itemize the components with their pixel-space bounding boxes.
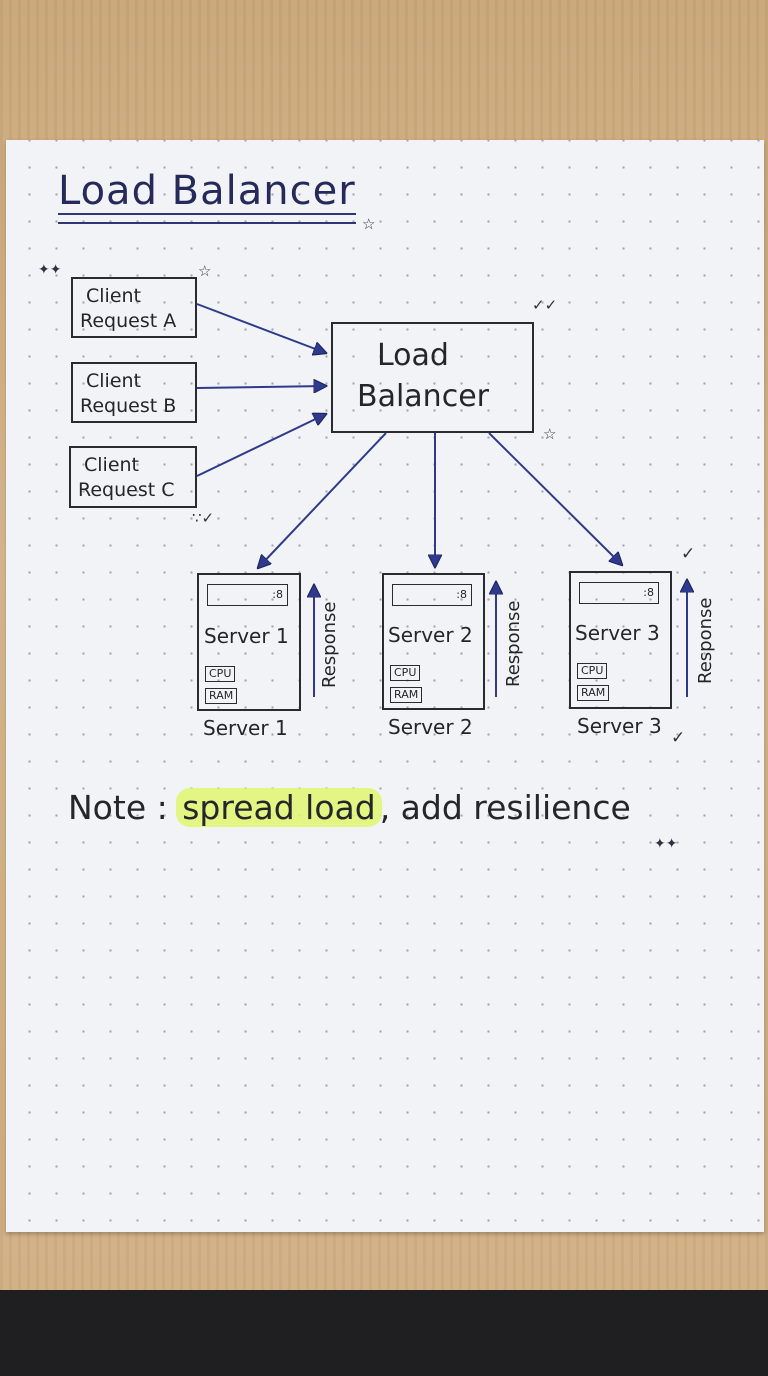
page-title: Load Balancer <box>58 168 356 214</box>
server-2-caption: Server 2 <box>388 715 473 739</box>
drive-indicator-icon: :8 <box>456 588 467 601</box>
note-highlight: spread load <box>176 788 382 827</box>
arrow-lb-to-server-3 <box>488 432 622 565</box>
arrow-client-a-to-lb <box>196 303 326 353</box>
client-c-line1: Client <box>84 454 140 476</box>
load-balancer-line2: Balancer <box>357 379 489 414</box>
sparkle-icon: ✦✦ <box>654 836 678 852</box>
client-box-c <box>69 446 197 508</box>
note-suffix: , add resilience <box>379 788 631 827</box>
checkmark-icon: ∵✓ <box>192 509 215 527</box>
client-b-line1: Client <box>86 370 142 392</box>
server-3-box <box>569 571 672 709</box>
note-text: Note : spread load, add resilience <box>68 788 631 827</box>
client-box-b <box>71 362 197 423</box>
star-icon: ☆ <box>198 262 212 280</box>
note-prefix: Note : <box>68 788 179 827</box>
server-3-drive-bay: :8 <box>579 582 659 604</box>
server-1-box <box>197 573 301 711</box>
arrow-client-c-to-lb <box>196 414 326 477</box>
load-balancer-box <box>331 322 534 433</box>
load-balancer-line1: Load <box>377 338 449 373</box>
server-1-name: Server 1 <box>204 624 289 648</box>
server-2-cpu-chip: CPU <box>390 665 421 681</box>
server-3-ram-chip: RAM <box>577 685 610 701</box>
server-2-name: Server 2 <box>388 623 473 647</box>
server-2-ram-chip: RAM <box>390 687 423 703</box>
arrow-client-b-to-lb <box>196 386 326 388</box>
client-b-line2: Request B <box>80 395 177 417</box>
server-1-drive-bay: :8 <box>207 584 288 606</box>
server-2-drive-bay: :8 <box>392 584 472 606</box>
arrow-lb-to-server-1 <box>258 432 387 568</box>
server-2-box <box>382 573 485 710</box>
sparkle-icon: ✦✦ <box>38 262 62 278</box>
title-underline-1 <box>58 213 356 215</box>
star-icon: ☆ <box>543 425 557 443</box>
server-1-ram-chip: RAM <box>205 688 238 704</box>
checkmark-icon: ✓✓ <box>532 296 558 314</box>
checkmark-icon: ✓ <box>671 728 686 748</box>
server-3-name: Server 3 <box>575 621 660 645</box>
drive-indicator-icon: :8 <box>643 586 654 599</box>
title-underline-2 <box>58 222 356 224</box>
client-c-line2: Request C <box>78 479 175 501</box>
client-box-a <box>71 277 197 338</box>
star-icon: ☆ <box>362 215 376 233</box>
client-a-line2: Request A <box>80 310 177 332</box>
server-3-caption: Server 3 <box>577 714 662 738</box>
server-3-cpu-chip: CPU <box>577 663 608 679</box>
server-1-cpu-chip: CPU <box>205 666 236 682</box>
desk-shadow <box>0 1290 768 1376</box>
checkmark-icon: ✓ <box>681 544 696 564</box>
drive-indicator-icon: :8 <box>272 588 283 601</box>
server-1-caption: Server 1 <box>203 716 288 740</box>
client-a-line1: Client <box>86 285 142 307</box>
